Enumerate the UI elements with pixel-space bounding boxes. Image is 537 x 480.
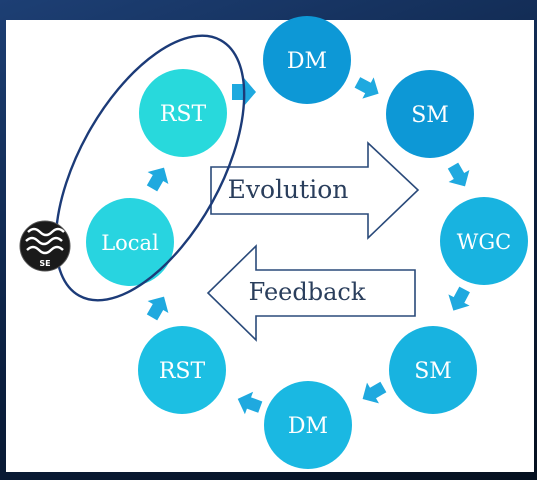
node-dm-top-label: DM — [287, 49, 327, 74]
node-rst-bottom-label: RST — [159, 359, 206, 384]
connector-wgc-sm-bottom — [448, 286, 470, 311]
local-rst-highlight-ellipse — [54, 34, 246, 302]
feedback-arrow: Feedback — [206, 244, 416, 342]
node-dm-bottom-label: DM — [288, 414, 328, 439]
node-sm-right-bottom: SM — [389, 326, 477, 414]
se-logo-wave-3 — [26, 245, 64, 255]
node-wgc-circle — [440, 197, 528, 285]
node-sm-right-bottom-label: SM — [414, 359, 452, 384]
node-sm-right-top-label: SM — [411, 103, 449, 128]
se-logo: SE — [19, 220, 71, 272]
node-rst-top-circle — [139, 69, 227, 157]
evolution-arrow: Evolution — [210, 141, 420, 240]
node-dm-top: DM — [263, 16, 351, 104]
node-wgc-label: WGC — [457, 230, 511, 254]
se-logo-text: SE — [39, 259, 50, 268]
node-wgc: WGC — [440, 197, 528, 285]
se-logo-wave-2 — [25, 236, 63, 246]
node-local-circle — [86, 198, 174, 286]
node-dm-top-circle — [263, 16, 351, 104]
node-rst-top-label: RST — [160, 102, 207, 127]
evolution-arrow-shape — [210, 141, 420, 240]
evolution-arrow-label: Evolution — [228, 175, 349, 204]
connector-dm-sm-top — [354, 77, 379, 99]
node-rst-top: RST — [139, 69, 227, 157]
feedback-arrow-label: Feedback — [249, 278, 366, 306]
node-local: Local — [86, 198, 174, 286]
node-sm-right-bottom-circle — [389, 326, 477, 414]
node-dm-bottom: DM — [264, 381, 352, 469]
node-sm-right-top: SM — [386, 70, 474, 158]
node-sm-right-top-circle — [386, 70, 474, 158]
connector-sm-dm-bottom — [362, 381, 387, 404]
connector-sm-wgc — [447, 162, 470, 187]
connector-rst-local — [146, 296, 169, 321]
se-logo-circle — [19, 220, 71, 272]
node-rst-bottom-circle — [138, 326, 226, 414]
se-logo-wave-1 — [27, 227, 65, 237]
node-local-label: Local — [101, 231, 159, 255]
feedback-arrow-shape — [206, 244, 416, 342]
node-dm-bottom-circle — [264, 381, 352, 469]
connector-local-rst — [146, 167, 169, 192]
connector-dm-rst-bottom — [237, 391, 263, 415]
node-rst-bottom: RST — [138, 326, 226, 414]
